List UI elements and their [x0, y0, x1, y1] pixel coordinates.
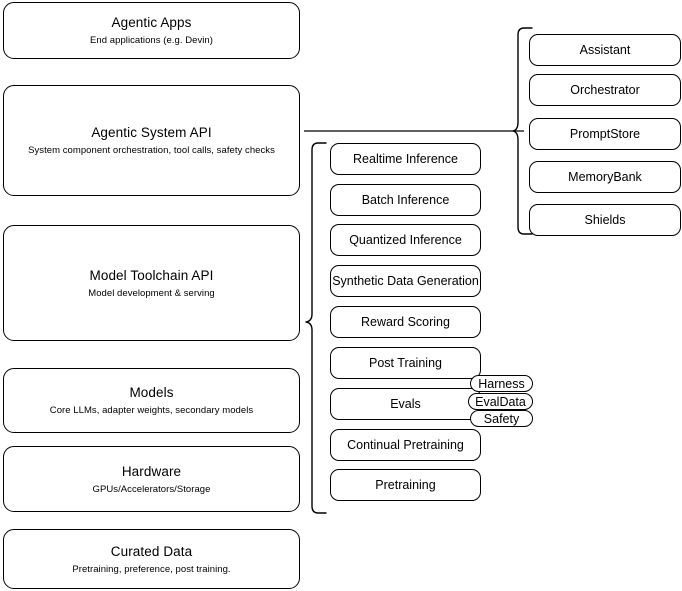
toolchain-item-quantized-inference[interactable]: Quantized Inference: [330, 224, 481, 256]
toolchain-item-post-training[interactable]: Post Training: [330, 347, 481, 379]
toolchain-item-pretraining[interactable]: Pretraining: [330, 469, 481, 501]
layer-subtitle: GPUs/Accelerators/Storage: [92, 483, 211, 495]
layer-title: Model Toolchain API: [89, 267, 214, 283]
evals-pill-evaldata[interactable]: EvalData: [468, 393, 533, 410]
layer-subtitle: System component orchestration, tool cal…: [28, 145, 275, 156]
toolchain-item-realtime-inference[interactable]: Realtime Inference: [330, 143, 481, 175]
brace-toolchain-items: [305, 142, 327, 514]
toolchain-item-continual-pretraining[interactable]: Continual Pretraining: [330, 429, 481, 461]
layer-title: Agentic System API: [91, 125, 212, 140]
layer-models[interactable]: Models Core LLMs, adapter weights, secon…: [3, 368, 300, 433]
toolchain-item-reward-scoring[interactable]: Reward Scoring: [330, 306, 481, 338]
layer-title: Hardware: [121, 463, 182, 479]
connector-agentic-system-to-components: [304, 130, 524, 132]
agentic-component-orchestrator[interactable]: Orchestrator: [529, 74, 681, 106]
brace-agentic-components: [512, 27, 533, 235]
toolchain-item-evals[interactable]: Evals: [330, 388, 481, 420]
layer-subtitle: Pretraining, preference, post training.: [72, 563, 231, 575]
toolchain-item-batch-inference[interactable]: Batch Inference: [330, 184, 481, 216]
layer-model-toolchain-api[interactable]: Model Toolchain API Model development & …: [3, 225, 300, 341]
layer-subtitle: End applications (e.g. Devin): [90, 35, 213, 46]
layer-subtitle: Core LLMs, adapter weights, secondary mo…: [49, 405, 254, 416]
layer-title: Curated Data: [110, 543, 193, 559]
agentic-component-assistant[interactable]: Assistant: [529, 34, 681, 66]
evals-pill-harness[interactable]: Harness: [470, 375, 533, 392]
agentic-component-promptstore[interactable]: PromptStore: [529, 118, 681, 150]
layer-agentic-system-api[interactable]: Agentic System API System component orch…: [3, 85, 300, 196]
toolchain-item-synthetic-data-generation[interactable]: Synthetic Data Generation: [330, 265, 481, 297]
layer-title: Agentic Apps: [111, 15, 192, 30]
agentic-component-shields[interactable]: Shields: [529, 204, 681, 236]
layer-hardware[interactable]: Hardware GPUs/Accelerators/Storage: [3, 446, 300, 512]
layer-title: Models: [129, 385, 174, 400]
evals-pill-safety[interactable]: Safety: [470, 410, 533, 427]
layer-agentic-apps[interactable]: Agentic Apps End applications (e.g. Devi…: [3, 2, 300, 59]
layer-curated-data[interactable]: Curated Data Pretraining, preference, po…: [3, 529, 300, 589]
layer-subtitle: Model development & serving: [88, 287, 215, 299]
agentic-component-memorybank[interactable]: MemoryBank: [529, 161, 681, 193]
